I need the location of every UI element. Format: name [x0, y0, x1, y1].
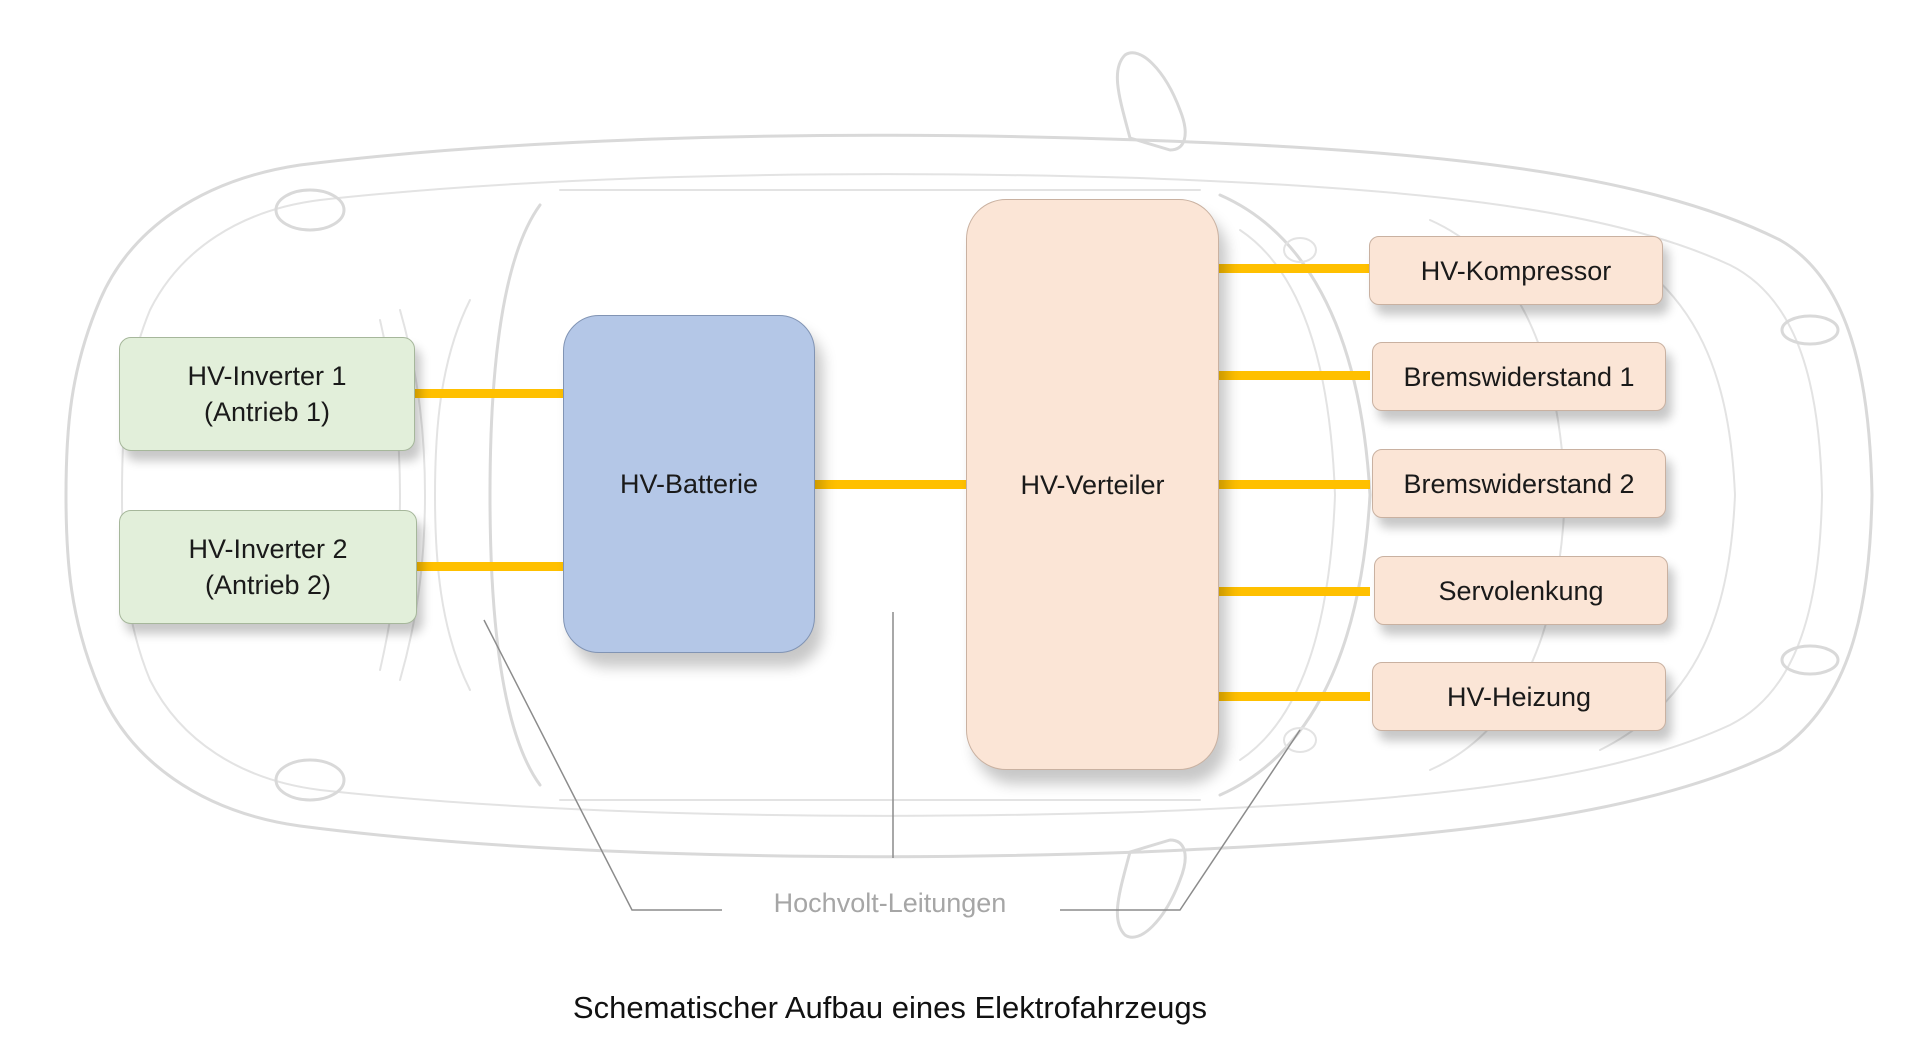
node-hv-heater: HV-Heizung — [1372, 662, 1666, 731]
cable-distributor-compressor — [1218, 264, 1370, 273]
node-hv-inverter-2-label: HV-Inverter 2 (Antrieb 2) — [188, 534, 348, 600]
node-brake-resistor-1-label: Bremswiderstand 1 — [1403, 361, 1635, 392]
diagram-caption: Schematischer Aufbau eines Elektrofahrze… — [572, 990, 1208, 1025]
node-brake-resistor-2: Bremswiderstand 2 — [1372, 449, 1666, 518]
node-power-steering: Servolenkung — [1374, 556, 1668, 625]
callout-hv-cables-label: Hochvolt-Leitungen — [773, 888, 1007, 918]
node-hv-inverter-1: HV-Inverter 1 (Antrieb 1) — [119, 337, 415, 451]
cable-distributor-brake-resistor-1 — [1218, 371, 1370, 380]
cable-inverter1-battery — [414, 389, 564, 398]
node-hv-battery: HV-Batterie — [563, 315, 815, 653]
cable-inverter2-battery — [414, 562, 564, 571]
node-hv-distributor: HV-Verteiler — [966, 199, 1219, 770]
cable-distributor-power-steering — [1218, 587, 1370, 596]
node-hv-distributor-label: HV-Verteiler — [1020, 469, 1165, 500]
node-hv-inverter-1-label: HV-Inverter 1 (Antrieb 1) — [187, 361, 347, 427]
node-power-steering-label: Servolenkung — [1438, 575, 1604, 606]
cable-distributor-brake-resistor-2 — [1218, 480, 1370, 489]
node-hv-compressor: HV-Kompressor — [1369, 236, 1663, 305]
node-hv-compressor-label: HV-Kompressor — [1420, 255, 1612, 286]
node-brake-resistor-2-label: Bremswiderstand 2 — [1403, 468, 1635, 499]
node-hv-inverter-2: HV-Inverter 2 (Antrieb 2) — [119, 510, 417, 624]
node-hv-heater-label: HV-Heizung — [1446, 681, 1592, 712]
node-hv-battery-label: HV-Batterie — [619, 469, 759, 499]
cable-battery-distributor — [814, 480, 966, 489]
node-brake-resistor-1: Bremswiderstand 1 — [1372, 342, 1666, 411]
cable-distributor-heater — [1218, 692, 1370, 701]
